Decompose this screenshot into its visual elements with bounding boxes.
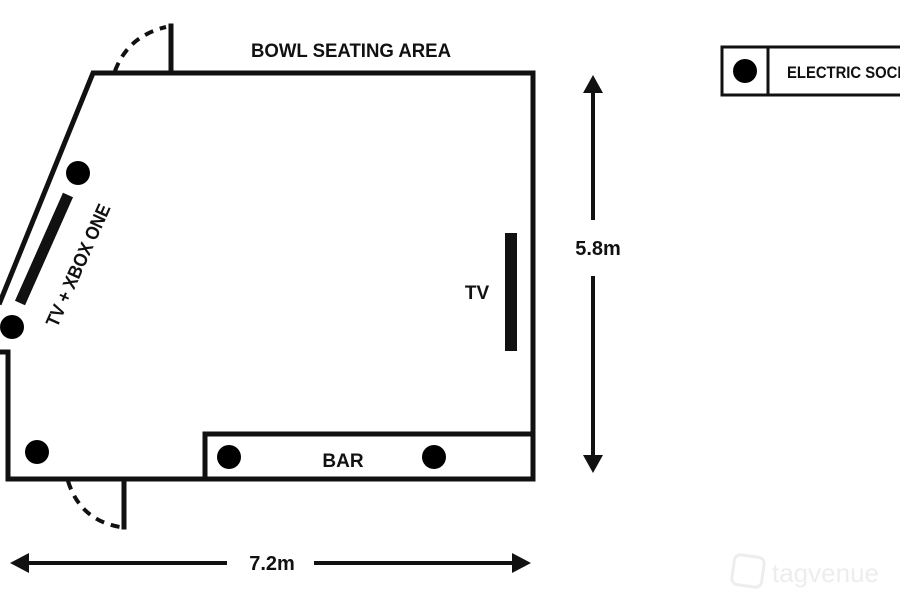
bar-counter: [202, 431, 536, 482]
width-dimension-arrow: [10, 553, 531, 573]
width-dimension-label: 7.2m: [249, 553, 295, 575]
electric-socket-icon: [0, 315, 24, 339]
tagvenue-watermark: tagvenue: [730, 553, 879, 589]
electric-socket-icon: [733, 59, 757, 83]
electric-socket-icon: [217, 445, 241, 469]
tv-unit: [505, 233, 517, 351]
door-bottom-swing: [66, 480, 121, 529]
seating-area-label: BOWL SEATING AREA: [251, 41, 451, 62]
tv-label: TV: [465, 283, 490, 304]
legend: ELECTRIC SOCKET: [720, 45, 900, 97]
height-dimension-label: 5.8m: [575, 238, 621, 260]
door-top-swing: [113, 25, 167, 72]
tv-xbox-unit: [14, 192, 74, 306]
electric-socket-icon: [422, 445, 446, 469]
legend-label: ELECTRIC SOCKET: [787, 63, 900, 82]
bar-label: BAR: [322, 451, 363, 472]
electric-socket-icon: [66, 161, 90, 185]
electric-socket-icon: [25, 440, 49, 464]
watermark-text: tagvenue: [772, 558, 879, 588]
height-dimension-arrow: [583, 75, 603, 473]
